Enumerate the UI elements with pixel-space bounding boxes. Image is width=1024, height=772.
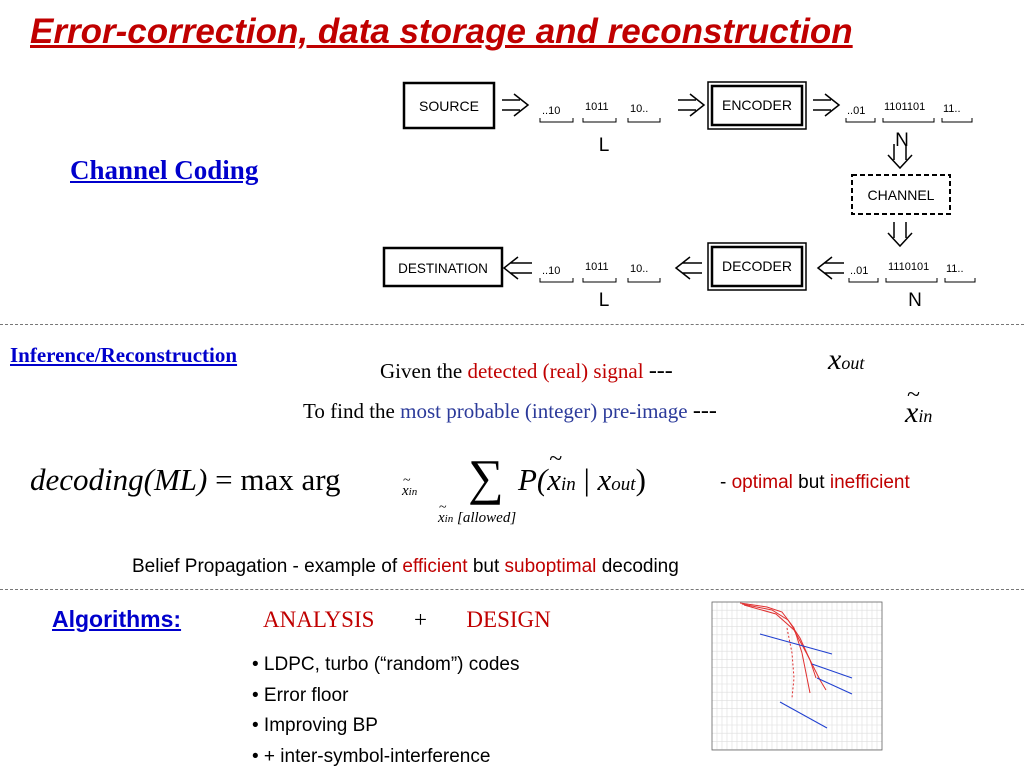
channel-coding-link[interactable]: Channel Coding <box>70 155 258 186</box>
list-item: • Error floor <box>252 681 519 712</box>
divider-top <box>0 324 1024 325</box>
ml-equation: decoding(ML) = max arg <box>30 462 340 498</box>
arrow-left-icon <box>818 257 844 279</box>
ber-plot-thumbnail <box>692 598 892 764</box>
sum-subscript: ~ xin [allowed] <box>438 510 516 527</box>
given-line: Given the detected (real) signal --- <box>380 358 673 385</box>
label-n-bottom: N <box>908 290 922 311</box>
label-l-bottom: L <box>599 290 610 311</box>
probability-term: P(~xin | xout) <box>518 462 646 498</box>
analysis-design-line: ANALYSIS + DESIGN <box>263 607 551 633</box>
source-label: SOURCE <box>419 98 479 114</box>
bits-enc-1: ..01 <box>847 105 865 117</box>
page-title: Error-correction, data storage and recon… <box>30 12 853 52</box>
decoder-label: DECODER <box>722 258 792 274</box>
destination-label: DESTINATION <box>398 261 488 276</box>
arrow-right-icon <box>813 94 839 116</box>
channel-label: CHANNEL <box>868 187 935 203</box>
belief-propagation-line: Belief Propagation - example of efficien… <box>132 556 679 578</box>
arrow-down-icon <box>888 222 912 246</box>
arrow-right-icon <box>678 94 704 116</box>
bits-out-3: 10.. <box>630 263 648 275</box>
bits-in-2: 1011 <box>585 101 609 113</box>
bits-enc-3: 11.. <box>943 103 961 115</box>
bits-out-1: ..10 <box>542 265 560 277</box>
arrow-left-icon <box>504 257 532 279</box>
list-item: • LDPC, turbo (“random”) codes <box>252 650 519 681</box>
optimal-note: - optimal but inefficient <box>720 472 910 494</box>
algorithm-bullet-list: • LDPC, turbo (“random”) codes • Error f… <box>252 650 519 772</box>
find-line: To find the most probable (integer) pre-… <box>303 398 717 425</box>
x-out-symbol: xout <box>828 343 864 377</box>
algorithms-link[interactable]: Algorithms: <box>52 606 181 633</box>
bits-rx-1: ..01 <box>850 265 868 277</box>
bits-rx-3: 11.. <box>946 263 964 275</box>
divider-bottom <box>0 589 1024 590</box>
bits-in-3: 10.. <box>630 103 648 115</box>
arrow-right-icon <box>502 94 528 116</box>
bits-enc-2: 1101101 <box>884 101 925 113</box>
sum-symbol: ∑ <box>468 448 504 506</box>
argmax-subscript: ~ xin <box>402 483 417 500</box>
bits-out-2: 1011 <box>585 261 609 273</box>
bits-in-1: ..10 <box>542 105 560 117</box>
bits-rx-2: 1110101 <box>888 261 929 273</box>
label-l-top: L <box>599 135 610 156</box>
label-n-top: N <box>895 130 909 151</box>
encoder-label: ENCODER <box>722 97 792 113</box>
inference-reconstruction-link[interactable]: Inference/Reconstruction <box>10 343 237 368</box>
x-in-tilde-symbol: ~ xin <box>905 396 932 430</box>
list-item: • Improving BP <box>252 711 519 742</box>
arrow-left-icon <box>676 257 702 279</box>
list-item: • + inter-symbol-interference <box>252 742 519 772</box>
channel-coding-diagram: SOURCE ..10 1011 10.. L ENCODER ..01 110… <box>380 78 980 318</box>
